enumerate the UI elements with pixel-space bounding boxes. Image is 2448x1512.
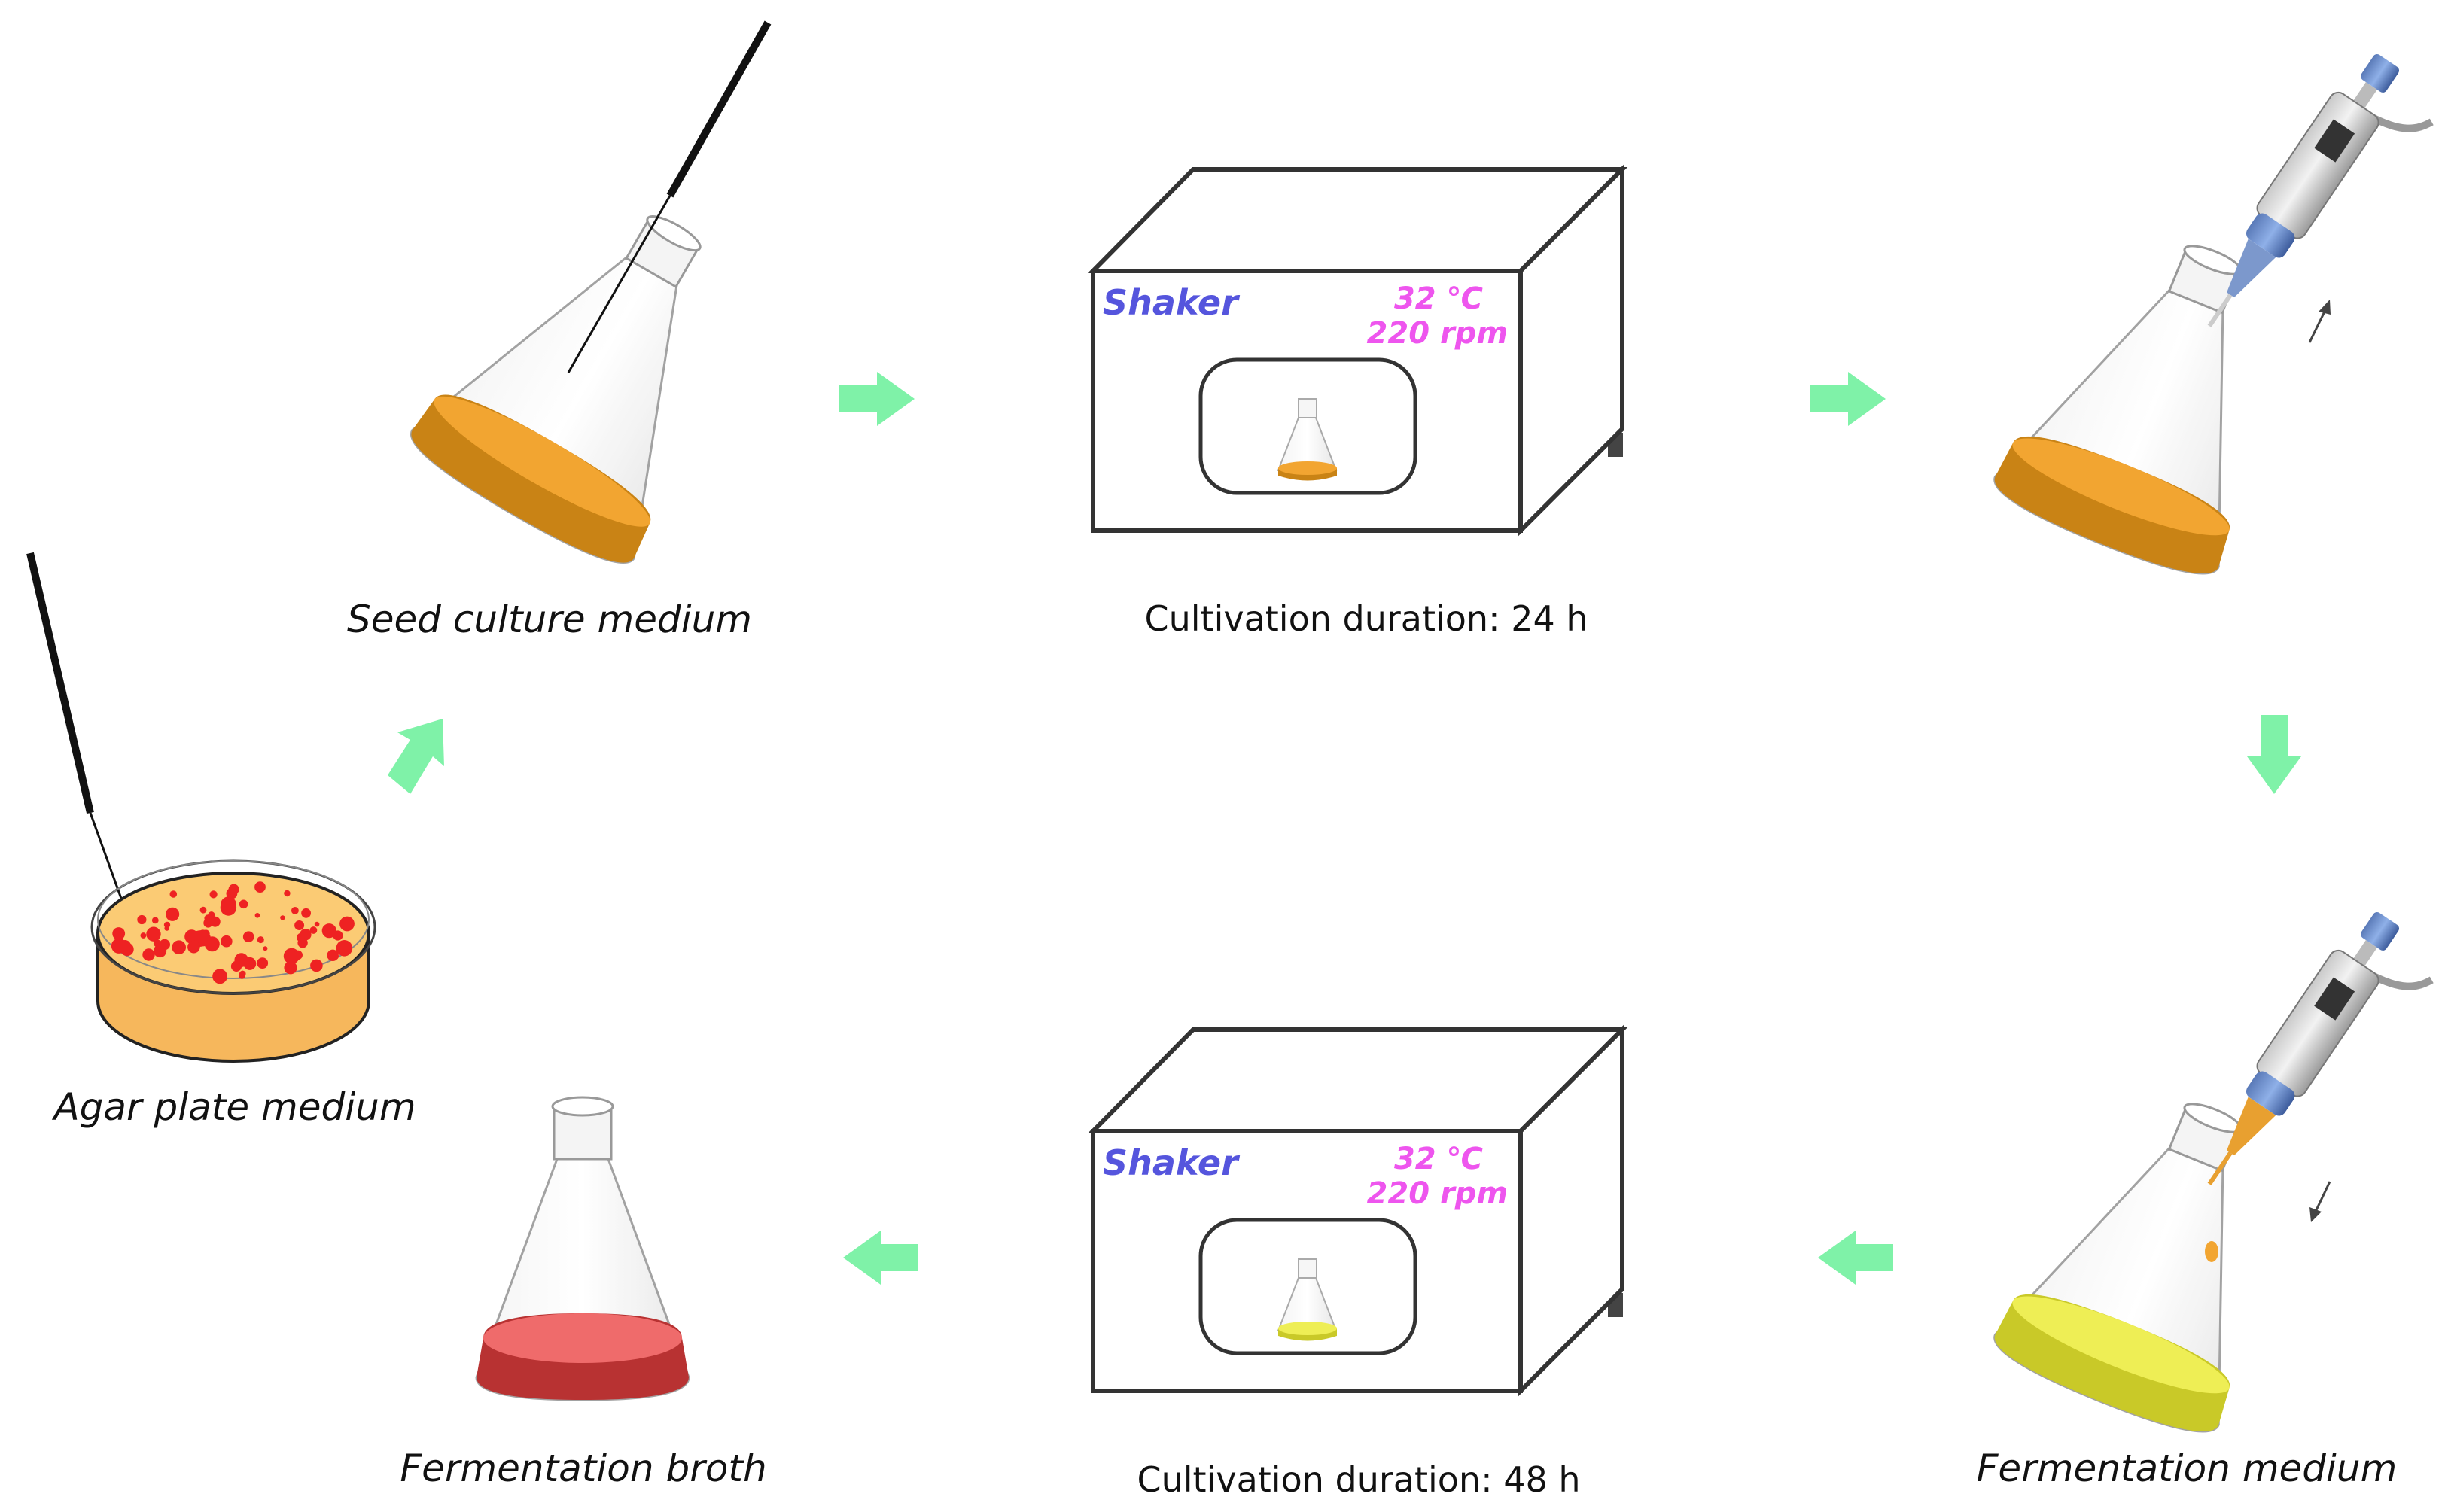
colony-dot (228, 884, 239, 895)
shaker-speed-label: 220 rpm (1367, 1176, 1508, 1211)
flow-arrow-icon (2247, 715, 2301, 794)
colony-dot (297, 938, 308, 948)
colony-dot (151, 917, 159, 924)
seed-culture-label: Seed culture medium (347, 598, 752, 641)
colony-dot (339, 916, 355, 932)
colony-dot (212, 969, 227, 984)
colony-dot (239, 972, 245, 979)
colony-dot (331, 952, 339, 960)
colony-dot (294, 920, 305, 930)
fermentation-broth-label: Fermentation broth (400, 1447, 766, 1490)
colony-dot (314, 921, 320, 927)
upward-indicator-arrow (2308, 300, 2331, 343)
petri-dish-icon (90, 859, 376, 1063)
colony-dot (154, 944, 167, 958)
colony-dot (169, 890, 178, 898)
pipette-icon (2207, 54, 2434, 327)
colony-dot (140, 932, 147, 939)
colony-dot (137, 914, 147, 925)
flow-arrow-icon (839, 372, 915, 426)
erlenmeyer-flask-icon (475, 1096, 690, 1401)
colony-dot (310, 959, 323, 972)
shaker-name-label: Shaker (1103, 282, 1241, 323)
pipette-icon (2207, 912, 2434, 1185)
cultivation-duration-label: Cultivation duration: 24 h (1144, 598, 1588, 639)
colony-dot (284, 961, 297, 975)
flow-arrows (388, 372, 2301, 1285)
cultivation-duration-label: Cultivation duration: 48 h (1137, 1459, 1580, 1500)
colony-dot (291, 907, 299, 914)
shaker-speed-label: 220 rpm (1367, 316, 1508, 351)
colony-dot (301, 908, 311, 918)
colony-dot (146, 926, 161, 942)
fermentation-broth-flask: Fermentation broth (400, 1096, 767, 1490)
colony-dot (199, 906, 207, 914)
agar-plate: Agar plate medium (26, 552, 416, 1129)
colony-dot (208, 911, 215, 919)
fermentation-medium-label: Fermentation medium (1977, 1447, 2398, 1490)
downward-indicator-arrow (2309, 1181, 2331, 1222)
fermentation-medium-flask: Fermentation medium (1977, 912, 2434, 1490)
colony-dot (239, 899, 248, 909)
colony-dot (263, 946, 268, 951)
shaker-incubator-icon (1087, 1024, 1628, 1397)
colony-dot (254, 913, 260, 918)
inoculating-needle-icon (567, 20, 772, 373)
inoculum-droplet (2205, 1241, 2218, 1262)
colony-dot (293, 950, 303, 960)
colony-dot (221, 935, 233, 948)
colony-dot (221, 896, 236, 913)
erlenmeyer-flask-icon (1993, 1103, 2242, 1433)
colony-dot (172, 940, 186, 954)
shaker-bottom: Shaker 32 ℃ 220 rpm Cultivation duration… (1087, 1024, 1628, 1500)
flow-arrow-icon (1810, 372, 1886, 426)
colony-dot (336, 940, 353, 957)
colony-dot (203, 918, 213, 928)
colony-dot (120, 942, 134, 957)
colony-dot (254, 881, 266, 893)
erlenmeyer-flask-icon (1277, 1258, 1338, 1341)
colony-dot (194, 929, 211, 947)
colony-dot (327, 927, 334, 935)
colony-dot (257, 957, 269, 969)
agar-plate-label: Agar plate medium (51, 1085, 416, 1129)
shaker-temperature-label: 32 ℃ (1394, 1142, 1484, 1176)
colony-dot (142, 948, 155, 961)
seed-flask-with-pipette (1993, 54, 2434, 575)
colony-dot (209, 890, 218, 899)
colony-dot (284, 890, 291, 897)
colony-dot (112, 927, 126, 940)
flow-arrow-icon (1818, 1231, 1893, 1285)
colony-dot (166, 907, 180, 921)
shaker-temperature-label: 32 ℃ (1394, 281, 1484, 316)
colony-dot (164, 926, 169, 931)
shaker-name-label: Shaker (1103, 1142, 1241, 1183)
erlenmeyer-flask-icon (1277, 398, 1338, 481)
colony-dot (280, 915, 285, 920)
erlenmeyer-flask-icon (1993, 245, 2242, 575)
shaker-top: Shaker 32 ℃ 220 rpm Cultivation duration… (1087, 163, 1628, 639)
colony-dot (257, 936, 264, 944)
colony-dot (300, 929, 312, 941)
flow-arrow-icon (388, 719, 444, 794)
erlenmeyer-flask-icon (410, 215, 702, 564)
inoculating-needle-icon (26, 552, 139, 943)
bacterial-colonies (111, 881, 355, 984)
colony-dot (187, 940, 200, 954)
colony-dot (242, 931, 254, 942)
shaker-incubator-icon (1087, 163, 1628, 537)
flow-arrow-icon (843, 1231, 918, 1285)
colony-dot (309, 926, 318, 934)
seed-culture-flask: Seed culture medium (347, 20, 772, 641)
colony-dot (234, 953, 249, 967)
